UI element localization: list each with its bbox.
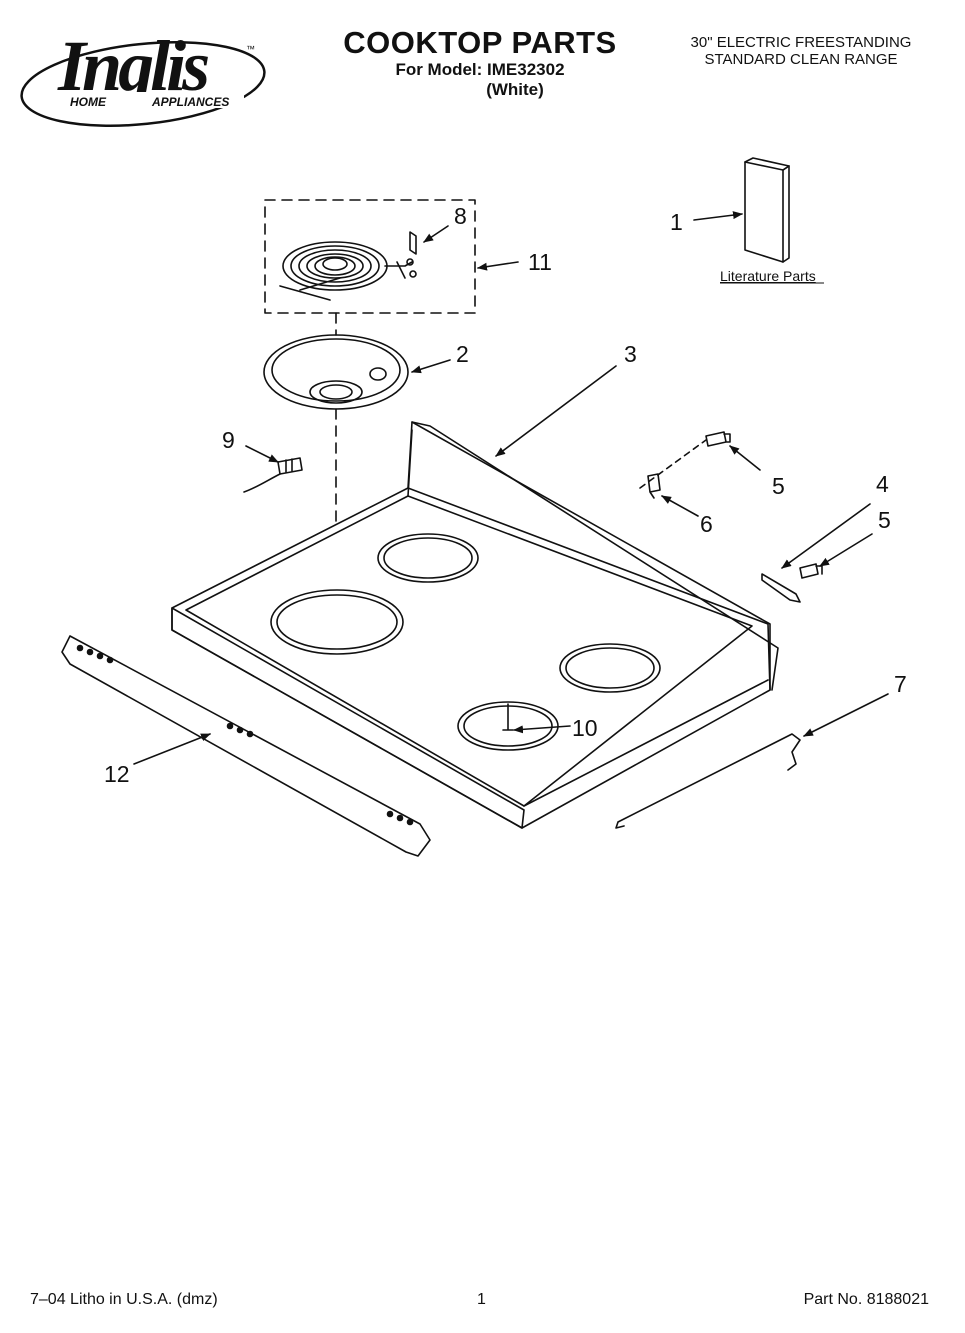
bracket-part-6 bbox=[647, 473, 661, 499]
screw-part-5-upper bbox=[705, 431, 731, 447]
callout-10: 10 bbox=[572, 715, 598, 741]
color-line: (White) bbox=[486, 80, 544, 99]
leader-3 bbox=[495, 365, 617, 457]
page-title: COOKTOP PARTS bbox=[343, 25, 617, 60]
callout-3: 3 bbox=[624, 341, 637, 367]
burner-opening-left-rear bbox=[377, 533, 479, 583]
screw-part-10 bbox=[502, 703, 514, 731]
bracket-part-4 bbox=[761, 573, 801, 603]
callout-1: 1 bbox=[670, 209, 683, 235]
surface-element-coil bbox=[279, 231, 417, 301]
subtitle-line-2: STANDARD CLEAN RANGE bbox=[704, 51, 898, 68]
leader-2 bbox=[411, 359, 451, 374]
callout-5-upper: 5 bbox=[772, 473, 785, 499]
leader-7 bbox=[803, 693, 889, 737]
leader-10 bbox=[513, 725, 571, 734]
page-header: COOKTOP PARTS For Model: IME32302 (White… bbox=[330, 26, 630, 100]
callout-7: 7 bbox=[894, 671, 907, 697]
leader-9 bbox=[245, 445, 279, 463]
callout-9: 9 bbox=[222, 427, 235, 453]
footer-print-info: 7–04 Litho in U.S.A. (dmz) bbox=[30, 1291, 218, 1308]
callout-4: 4 bbox=[876, 471, 889, 497]
rear-trim-part-7 bbox=[615, 733, 801, 829]
model-line: For Model: IME32302 bbox=[395, 60, 565, 79]
literature-parts-label: Literature Parts bbox=[720, 268, 816, 284]
logo-tagline-home: HOME bbox=[70, 95, 107, 109]
callout-12: 12 bbox=[104, 761, 130, 787]
range-description: 30" ELECTRIC FREESTANDING STANDARD CLEAN… bbox=[671, 34, 931, 68]
callout-6: 6 bbox=[700, 511, 713, 537]
callout-11: 11 bbox=[528, 249, 552, 275]
footer-page-number: 1 bbox=[477, 1291, 486, 1308]
leader-8 bbox=[423, 225, 449, 243]
screw-part-5-lower bbox=[799, 563, 823, 579]
leader-1 bbox=[693, 211, 743, 221]
logo-trademark: ™ bbox=[246, 44, 255, 54]
burner-opening-right-front bbox=[457, 701, 559, 751]
logo-tagline-appliances: APPLIANCES bbox=[151, 95, 229, 109]
leader-4 bbox=[781, 503, 871, 569]
leader-11 bbox=[477, 261, 519, 271]
inglis-logo: Inglis ™ HOME APPLIANCES bbox=[20, 26, 266, 128]
front-trim-part-12 bbox=[61, 635, 431, 857]
wire-connector-part bbox=[243, 457, 303, 493]
leader-6 bbox=[661, 495, 699, 517]
literature-book-part bbox=[744, 157, 790, 263]
callout-2: 2 bbox=[456, 341, 469, 367]
burner-opening-left-front bbox=[270, 589, 404, 655]
surface-element-kit-box bbox=[264, 199, 476, 314]
burner-opening-right-rear bbox=[559, 643, 661, 693]
cooktop-main-top bbox=[171, 421, 779, 829]
callout-5-lower: 5 bbox=[878, 507, 891, 533]
subtitle-line-1: 30" ELECTRIC FREESTANDING bbox=[690, 34, 912, 51]
callout-8: 8 bbox=[454, 203, 467, 229]
footer-part-number: Part No. 8188021 bbox=[803, 1291, 929, 1308]
leader-5-upper bbox=[729, 445, 761, 471]
drip-bowl-part bbox=[263, 334, 409, 410]
leader-5-lower bbox=[819, 533, 873, 567]
leader-12 bbox=[133, 733, 211, 765]
